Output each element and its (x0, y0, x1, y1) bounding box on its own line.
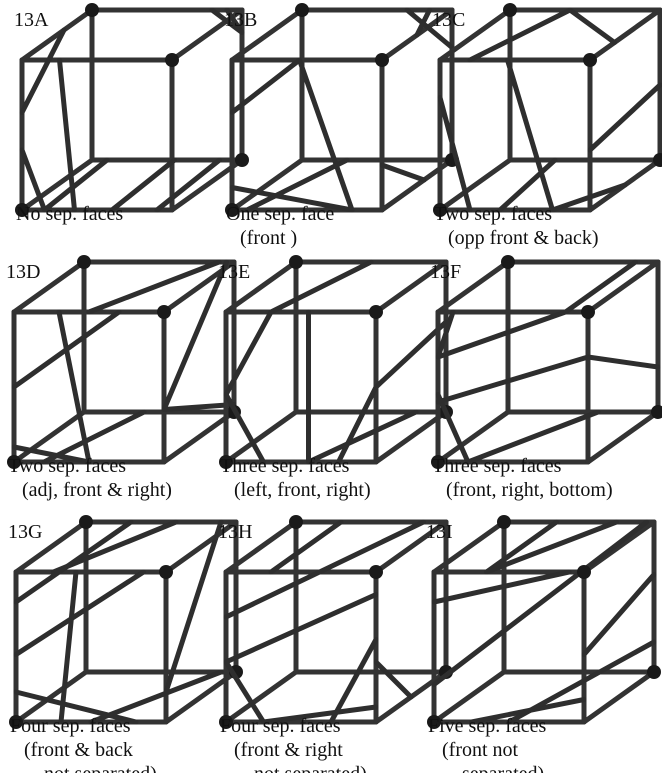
panel-caption-line: Four sep. faces (10, 715, 131, 737)
surface-intersection-line (164, 262, 227, 410)
vertex-dot (497, 515, 511, 529)
cube-panel-13i: 13I Five sep. faces(front not separated) (426, 515, 661, 773)
surface-intersection-line (226, 395, 264, 463)
panel-caption-line: (front & back (24, 739, 133, 761)
panel-id-label: 13C (432, 9, 465, 31)
vertex-dot (159, 565, 173, 579)
cube-panel-13g: 13G Four sep. faces(front & back not separ… (8, 515, 243, 773)
panel-caption-line: Five sep. faces (428, 715, 547, 737)
vertex-dot (157, 305, 171, 319)
surface-intersection-line (16, 572, 144, 655)
vertex-dot (289, 515, 303, 529)
surface-intersection-line (570, 10, 615, 43)
vertex-dot (369, 565, 383, 579)
panel-id-label: 13E (218, 261, 250, 283)
panel-id-label: 13A (14, 9, 49, 31)
cube-edge (588, 412, 658, 462)
panel-caption-line: (left, front, right) (234, 479, 371, 501)
surface-intersection-line (590, 85, 660, 150)
panel-caption-line: separated) (462, 763, 544, 773)
surface-intersection-line (61, 572, 76, 722)
cube-panel-13d: 13D Two sep. faces(adj, front & right) (6, 255, 241, 501)
vertex-dot (375, 53, 389, 67)
cube-panel-13e: 13E Three sep. faces(left, front, right) (218, 255, 453, 501)
surface-intersection-line (438, 357, 588, 402)
surface-intersection-line (376, 662, 411, 697)
panel-caption-line: Three sep. faces (220, 455, 350, 477)
panel-caption-line: Two sep. faces (8, 455, 126, 477)
panel-caption-line: No sep. faces (16, 203, 123, 225)
panel-id-label: 13F (430, 261, 461, 283)
vertex-dot (577, 565, 591, 579)
surface-intersection-line (470, 10, 570, 60)
vertex-dot (581, 305, 595, 319)
surface-intersection-line (508, 60, 553, 210)
cube-edge (584, 672, 654, 722)
cube-panel-13f: 13F Three sep. faces(front, right, bottom… (430, 255, 662, 501)
vertex-dot (503, 3, 517, 17)
panel-caption-line: (front, right, bottom) (446, 479, 613, 501)
vertex-dot (501, 255, 515, 269)
panel-caption-line: not separated) (254, 763, 367, 773)
panel-caption-line: Three sep. faces (432, 455, 562, 477)
vertex-dot (165, 53, 179, 67)
panel-id-label: 13G (8, 521, 42, 543)
surface-intersection-line (438, 312, 566, 357)
panel-caption-line: (front ) (240, 227, 297, 249)
panel-caption-line: Four sep. faces (220, 715, 341, 737)
surface-intersection-line (300, 60, 353, 210)
panel-caption-line: One sep. face (226, 203, 334, 225)
surface-intersection-line (440, 98, 470, 211)
surface-intersection-line (588, 357, 658, 367)
panel-caption-line: (opp front & back) (448, 227, 599, 249)
vertex-dot (85, 3, 99, 17)
vertex-dot (295, 3, 309, 17)
panel-id-label: 13H (218, 521, 252, 543)
panel-caption-line: (front not (442, 739, 519, 761)
vertex-dot (369, 305, 383, 319)
panel-id-label: 13I (426, 521, 453, 543)
surface-intersection-line (382, 165, 424, 180)
panel-caption-line: not separated) (44, 763, 157, 773)
panel-id-label: 13B (224, 9, 257, 31)
panel-caption-line: Two sep. faces (434, 203, 552, 225)
vertex-dot (583, 53, 597, 67)
surface-intersection-line (166, 522, 221, 692)
panel-caption-line: (adj, front & right) (22, 479, 172, 501)
cube-panel-13h: 13H Four sep. faces(front & right not sepa… (218, 515, 453, 773)
cube-panel-13b: 13B One sep. face(front ) (224, 3, 459, 249)
vertex-dot (77, 255, 91, 269)
surface-intersection-line (60, 60, 75, 210)
vertex-dot (235, 153, 249, 167)
surface-intersection-line (584, 575, 654, 655)
panel-id-label: 13D (6, 261, 40, 283)
surface-intersection-line (339, 387, 377, 462)
cube-panel-13c: 13C Two sep. faces(opp front & back) (432, 3, 662, 249)
cube-panel-13a: 13A No sep. faces (14, 3, 249, 225)
vertex-dot (79, 515, 93, 529)
vertex-dot (647, 665, 661, 679)
surface-intersection-line (226, 662, 264, 722)
panel-caption-line: (front & right (234, 739, 343, 761)
vertex-dot (289, 255, 303, 269)
